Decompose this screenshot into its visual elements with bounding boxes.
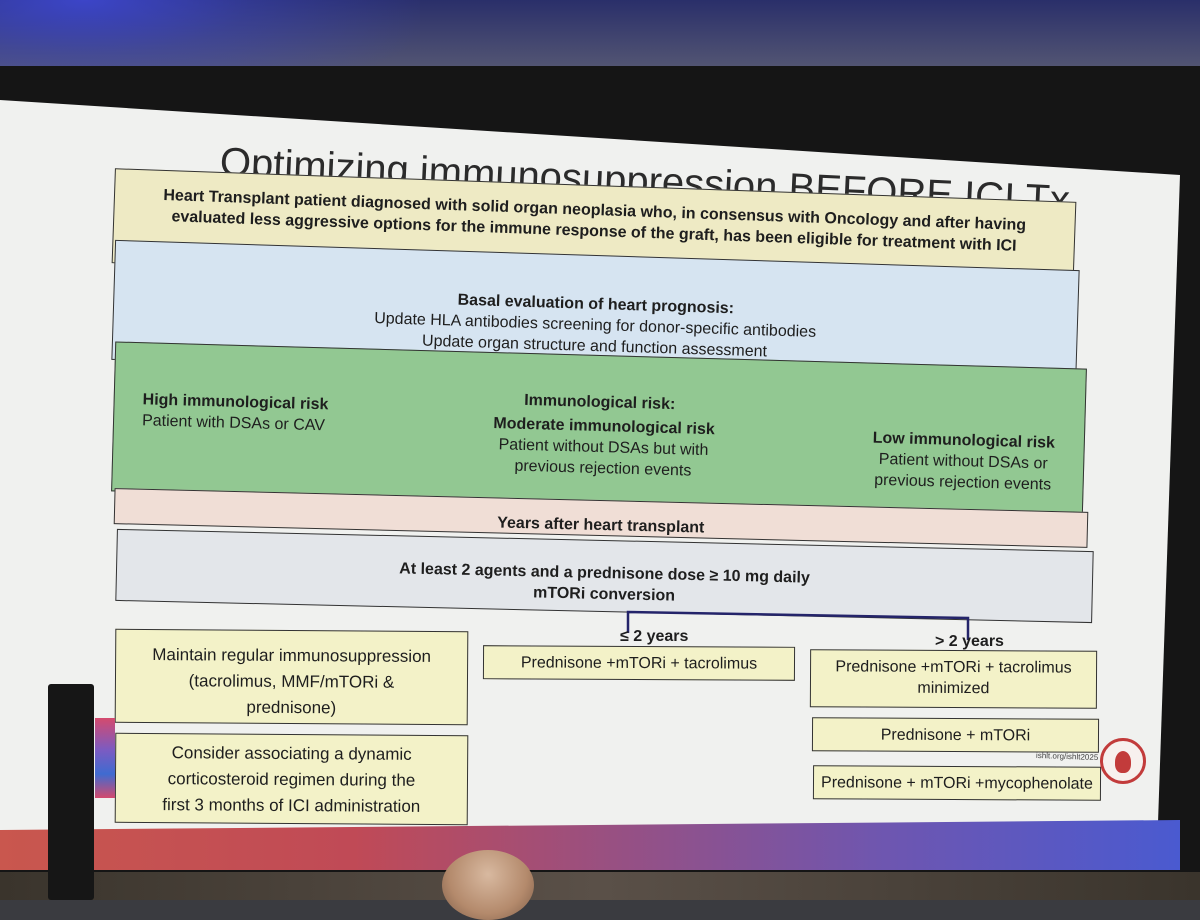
years-label: Years after heart transplant [497,514,705,537]
maintain-line-2: (tacrolimus, MMF/mTORi & [188,671,395,692]
branch-le-2-years: ≤ 2 years [620,628,689,645]
gt-2-regimen-1-line-2: minimized [917,679,990,698]
conference-banner-fragment [95,718,115,798]
branch-gt-2-years: > 2 years [935,633,1004,650]
gt-2-regimen-1-line-1: Prednisone +mTORi + tacrolimus [835,658,1072,677]
maintain-regular-box: Maintain regular immunosuppression (tacr… [114,628,469,726]
le-2-years-regimen: Prednisone +mTORi + tacrolimus [520,654,758,673]
le-2-years-regimen-box: Prednisone +mTORi + tacrolimus [482,645,796,681]
consider-line-3: first 3 months of ICI administration [162,795,421,816]
gt-2-years-regimen-1-box: Prednisone +mTORi + tacrolimus minimized [809,649,1098,709]
maintain-line-3: prednisone) [246,697,337,718]
gt-2-years-regimen-3-box: Prednisone + mTORi +mycophenolate [812,765,1102,801]
floor [0,872,1200,900]
gt-2-regimen-3: Prednisone + mTORi +mycophenolate [821,774,1093,793]
high-risk-group: High immunological risk Patient with DSA… [142,389,393,438]
ishlt-heart-logo [1100,738,1146,784]
low-risk-group: Low immunological risk Patient without D… [852,427,1074,496]
consider-corticosteroid-box: Consider associating a dynamic corticost… [114,732,469,826]
moderate-risk-group: Moderate immunological risk Patient with… [473,413,735,483]
consider-line-1: Consider associating a dynamic [171,743,412,764]
gt-2-years-regimen-2-box: Prednisone + mTORi [811,717,1100,753]
consider-line-2: corticosteroid regimen during the [167,769,416,790]
maintain-line-1: Maintain regular immunosuppression [152,645,432,666]
gt-2-regimen-2: Prednisone + mTORi [880,726,1031,745]
audience-member-head [442,850,534,920]
microphone-stand [48,684,94,900]
